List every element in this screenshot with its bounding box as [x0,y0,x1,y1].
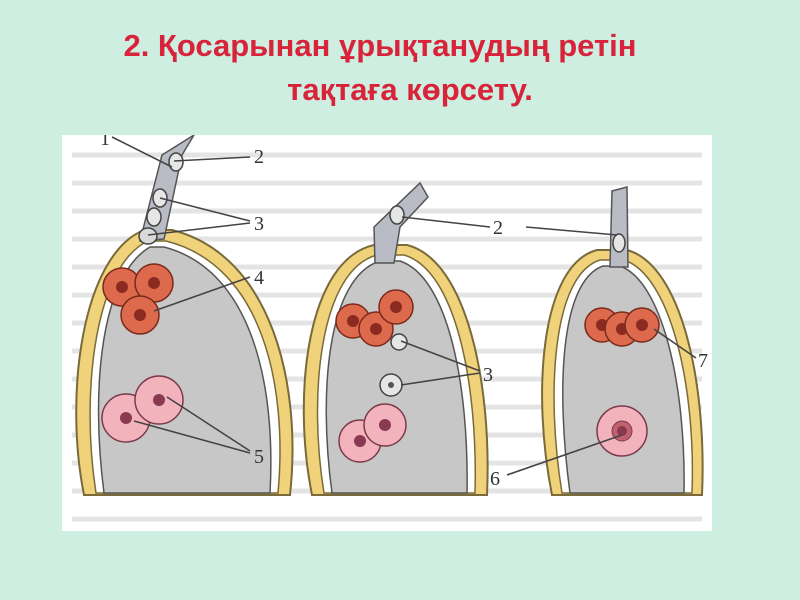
label-1: 1 [100,135,110,150]
slide-title-line-2: тақтаға көрсету. [10,70,800,110]
label-2-stage-2: 2 [493,217,503,239]
slide-title-line-1: 2. Қосарынан ұрықтанудың ретін [0,26,780,66]
label-2: 2 [254,146,264,168]
double-fertilization-diagram: 1 2 3 4 5 2 3 6 7 [62,135,712,531]
label-4: 4 [254,267,264,289]
label-7: 7 [698,350,708,372]
label-3-stage-2: 3 [483,364,493,386]
label-6: 6 [490,468,500,490]
label-5: 5 [254,446,264,468]
label-3: 3 [254,213,264,235]
